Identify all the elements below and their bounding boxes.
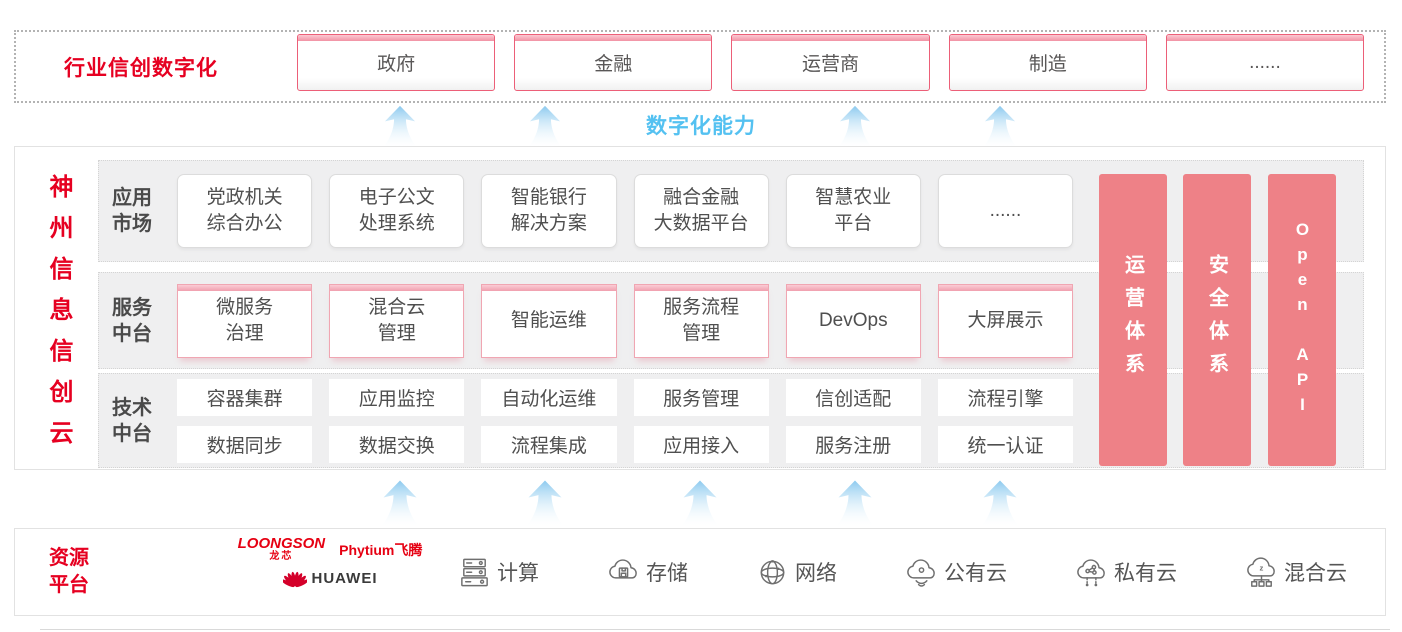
card-unified-auth: 统一认证 [937, 425, 1074, 463]
service-platform-row: 服务 中台 微服务 治理 混合云 管理 智能运维 服务流程 管理 DevOps … [98, 272, 1364, 369]
app-market-row: 应用 市场 党政机关 综合办公 电子公文 处理系统 智能银行 解决方案 融合金融… [98, 160, 1364, 262]
resource-platform-section: 资源 平台 LOONGSON 龙芯 Phytium飞腾 [14, 528, 1386, 616]
phytium-logo: Phytium飞腾 [339, 542, 423, 558]
app-market-cards: 党政机关 综合办公 电子公文 处理系统 智能银行 解决方案 融合金融 大数据平台… [177, 174, 1074, 248]
card-service-mgmt: 服务管理 [633, 378, 769, 416]
resource-public-cloud: 公有云 [904, 555, 1007, 590]
up-arrow-icon [838, 105, 872, 147]
card-app-access: 应用接入 [633, 425, 769, 463]
industry-operator: 运营商 [731, 34, 930, 91]
cloud-platform-title: 神州信息信创云 [45, 174, 72, 461]
storage-icon [609, 558, 637, 579]
industry-more: ...... [1165, 34, 1365, 91]
industry-section-title: 行业信创数字化 [64, 56, 218, 80]
up-arrow-icon [383, 105, 417, 147]
card-smart-banking: 智能银行 解决方案 [481, 174, 617, 248]
up-arrow-icon [527, 480, 563, 526]
app-market-label: 应用 市场 [112, 187, 152, 235]
card-big-screen: 大屏展示 [937, 283, 1074, 358]
card-finance-bigdata: 融合金融 大数据平台 [633, 174, 769, 248]
card-devops: DevOps [785, 283, 921, 358]
up-arrow-icon [382, 480, 418, 526]
operation-system-bar: 运营体系 [1099, 174, 1167, 466]
bottom-divider [40, 629, 1390, 630]
tech-platform-cards: 容器集群 应用监控 自动化运维 服务管理 信创适配 流程引擎 数据同步 数据交换… [177, 378, 1074, 463]
card-edoc-system: 电子公文 处理系统 [329, 174, 465, 248]
industry-government: 政府 [297, 34, 496, 91]
card-xinchuang-adaptation: 信创适配 [785, 378, 921, 416]
huawei-flower-icon [282, 571, 307, 588]
resource-storage: 存储 [606, 555, 688, 590]
card-process-engine: 流程引擎 [937, 378, 1074, 416]
card-container-cluster: 容器集群 [177, 378, 313, 416]
card-automated-ops: 自动化运维 [481, 378, 617, 416]
cloud-platform-section: 神州信息信创云 应用 市场 党政机关 综合办公 电子公文 处理系统 智能银行 解… [14, 146, 1386, 470]
tech-platform-row: 技术 中台 容器集群 应用监控 自动化运维 服务管理 信创适配 流程引擎 数据同… [98, 373, 1364, 468]
resource-private-cloud: 私有云 [1074, 555, 1177, 590]
up-arrow-icon [682, 480, 718, 526]
resource-compute: 计算 [457, 555, 539, 590]
card-hybrid-cloud-mgmt: 混合云 管理 [329, 283, 465, 358]
industry-manufacturing: 制造 [948, 34, 1147, 91]
industry-finance: 金融 [514, 34, 713, 91]
industry-list: 政府 金融 运营商 制造 ...... [297, 34, 1365, 91]
card-more-apps: ...... [937, 174, 1074, 248]
card-service-registry: 服务注册 [785, 425, 921, 463]
public-cloud-icon [907, 558, 935, 587]
security-system-bar: 安全体系 [1183, 174, 1251, 466]
hybrid-cloud-icon: z [1247, 556, 1275, 587]
card-smart-agriculture: 智慧农业 平台 [785, 174, 921, 248]
up-arrow-icon [837, 480, 873, 526]
service-platform-label: 服务 中台 [112, 296, 152, 345]
compute-icon [461, 558, 488, 586]
digital-capability-label: 数字化能力 [646, 115, 756, 138]
open-api-bar: Open API [1268, 174, 1336, 466]
resource-platform-label: 资源 平台 [49, 547, 89, 596]
loongson-logo: LOONGSON 龙芯 [237, 535, 326, 562]
huawei-logo: HUAWEI [210, 568, 450, 588]
network-icon [760, 559, 785, 584]
svg-text:z: z [1260, 563, 1264, 572]
card-data-sync: 数据同步 [177, 425, 313, 463]
card-intelligent-ops: 智能运维 [481, 283, 617, 358]
vendor-logos: LOONGSON 龙芯 Phytium飞腾 HUA [210, 536, 450, 588]
up-arrow-icon [528, 105, 562, 147]
card-party-gov-office: 党政机关 综合办公 [177, 174, 313, 248]
card-app-monitoring: 应用监控 [329, 378, 465, 416]
service-platform-cards: 微服务 治理 混合云 管理 智能运维 服务流程 管理 DevOps 大屏展示 [177, 283, 1074, 358]
card-process-integration: 流程集成 [481, 425, 617, 463]
industry-section: 行业信创数字化 政府 金融 运营商 制造 ...... [14, 30, 1386, 103]
resource-list: 计算 存储 网络 [457, 529, 1347, 615]
card-microservice-governance: 微服务 治理 [177, 283, 313, 358]
resource-hybrid-cloud: z 混合云 [1244, 555, 1347, 590]
private-cloud-icon [1077, 558, 1105, 586]
resource-network: 网络 [755, 555, 837, 590]
up-arrow-icon [983, 105, 1017, 147]
card-service-process-mgmt: 服务流程 管理 [633, 283, 769, 358]
card-data-exchange: 数据交换 [329, 425, 465, 463]
up-arrow-icon [982, 480, 1018, 526]
tech-platform-label: 技术 中台 [112, 396, 152, 445]
